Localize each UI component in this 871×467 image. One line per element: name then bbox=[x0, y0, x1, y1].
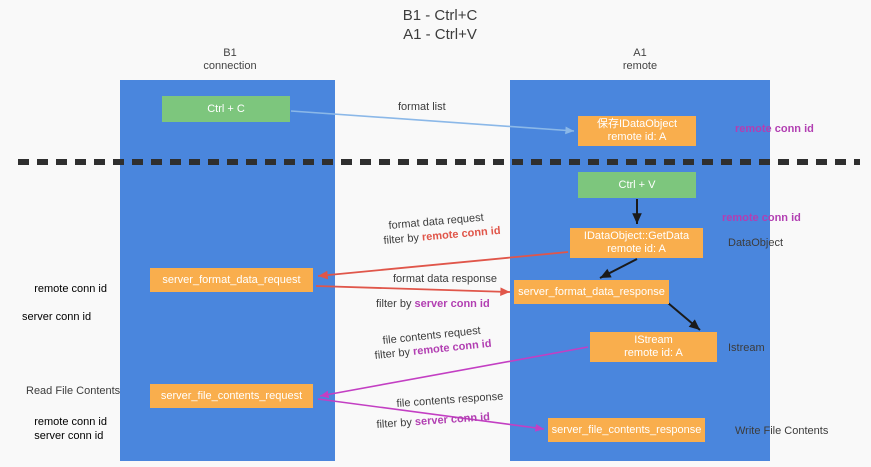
node-server-format-data-request[interactable]: server_format_data_request bbox=[150, 268, 313, 292]
filter-prefix: filter by bbox=[376, 416, 416, 431]
lane-heading-a1: A1 remote bbox=[622, 47, 658, 72]
annotation-dataobject: DataObject bbox=[728, 237, 784, 249]
annotation-istream: Istream bbox=[728, 342, 765, 354]
annotation-remote-conn-id-mid: remote conn id bbox=[722, 212, 801, 224]
filter-prefix: filter by bbox=[374, 345, 414, 362]
edge-getdata-response bbox=[599, 258, 638, 279]
filter-key-server-conn-id: server conn id bbox=[414, 298, 490, 310]
node-ctrl-v[interactable]: Ctrl + V bbox=[578, 172, 696, 198]
node-server-file-contents-request[interactable]: server_file_contents_request bbox=[150, 384, 313, 408]
edge-format-data-response bbox=[315, 285, 511, 297]
edge-file-contents-response bbox=[317, 398, 545, 432]
annotation-remote-conn-id: remote conn id bbox=[34, 416, 107, 428]
edge-format-data-request bbox=[317, 251, 569, 280]
edge-file-contents-request bbox=[319, 346, 589, 399]
edge-label-format-list: format list bbox=[398, 101, 446, 113]
edge-format-list bbox=[290, 110, 575, 135]
annotation-remote-conn-id: remote conn id bbox=[34, 283, 107, 295]
annotation-conn-id-group-bottom: remote conn id server conn id bbox=[22, 401, 107, 457]
edge-label-format-data-response-filter: filter by server conn id bbox=[376, 297, 490, 312]
annotation-read-file-contents: Read File Contents bbox=[26, 385, 121, 397]
node-server-file-contents-response[interactable]: server_file_contents_response bbox=[548, 418, 705, 442]
filter-key-server-conn-id: server conn id bbox=[414, 411, 491, 429]
annotation-server-conn-id: server conn id bbox=[34, 430, 104, 442]
lane-heading-b1: B1 connection bbox=[203, 47, 257, 72]
annotation-remote-conn-id-top: remote conn id bbox=[735, 123, 814, 135]
edge-label-format-data-response: format data response bbox=[393, 273, 497, 285]
edge-response-istream bbox=[667, 302, 701, 331]
filter-prefix: filter by bbox=[383, 231, 423, 247]
node-save-idataobject[interactable]: 保存IDataObject remote id: A bbox=[578, 116, 696, 146]
filter-prefix: filter by bbox=[376, 298, 415, 310]
annotation-server-conn-id: server conn id bbox=[22, 311, 92, 323]
node-idataobject-getdata[interactable]: IDataObject::GetData remote id: A bbox=[570, 228, 703, 258]
page-title: B1 - Ctrl+C A1 - Ctrl+V bbox=[402, 7, 478, 43]
node-istream[interactable]: IStream remote id: A bbox=[590, 332, 717, 362]
node-ctrl-c[interactable]: Ctrl + C bbox=[162, 96, 290, 122]
annotation-write-file-contents: Write File Contents bbox=[735, 425, 829, 437]
annotation-conn-id-group-top: remote conn id server conn id bbox=[22, 268, 107, 352]
node-server-format-data-response[interactable]: server_format_data_response bbox=[514, 280, 669, 304]
